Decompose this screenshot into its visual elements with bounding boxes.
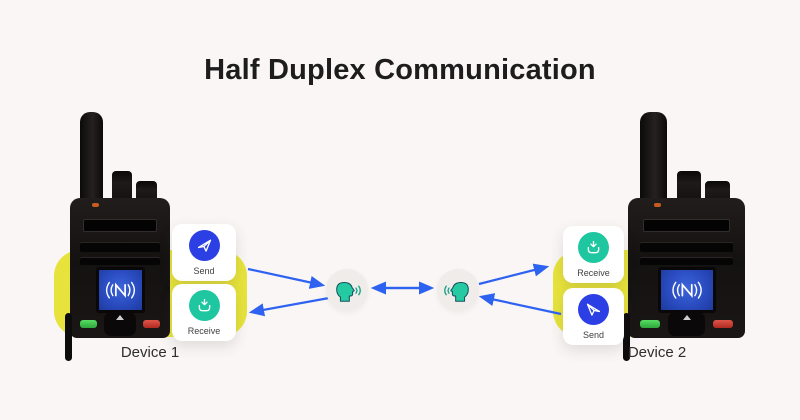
ptt-button [65,313,72,361]
speaker-grille [639,257,734,265]
speaking-head-facing-left-icon [444,281,469,302]
network-logo-icon [672,281,702,299]
device1-walkie-talkie [65,112,170,361]
speaker-grille [80,257,160,265]
ptt-button [623,313,630,361]
inbox-download-icon [587,240,600,253]
device-screen [658,267,716,313]
inbox-download-icon [198,298,210,311]
dpad [104,312,136,336]
dpad [667,312,706,336]
paper-plane-icon [586,303,601,316]
up-arrow-key [682,315,691,320]
device2-receive-card: Receive [563,226,624,283]
device-body [65,198,170,361]
device-screen [96,267,145,313]
device-body [623,198,745,361]
device1-receive-card: Receive [172,284,236,341]
send-label: Send [582,329,605,340]
antenna [639,112,667,213]
send-circle [188,229,220,261]
speaker-grille [639,242,734,252]
device2-walkie-talkie [623,112,745,361]
receive-circle [578,231,609,263]
device2-label: Device 2 [627,344,687,361]
send-circle [578,293,609,325]
top-slot [83,219,157,232]
up-arrow-key [116,315,124,320]
speaking-head-facing-right-icon [336,281,361,302]
device2-send-card: Send [563,288,624,345]
red-key [143,320,160,328]
red-key [713,320,734,328]
indicator-led [653,203,661,207]
left-speaker-badge [326,269,368,311]
paper-plane-icon [197,239,211,252]
device1-send-card: Send [172,224,236,281]
green-key [639,320,660,328]
green-key [80,320,97,328]
top-slot [643,219,730,232]
antenna [80,112,103,213]
speaker-grille [80,242,160,252]
receive-label: Receive [577,267,610,278]
network-logo-icon [105,281,136,299]
device1-label: Device 1 [120,344,180,361]
page-title: Half Duplex Communication [204,54,596,86]
receive-circle [188,289,220,321]
indicator-led [92,203,99,207]
receive-label: Receive [187,325,221,336]
right-speaker-badge [437,269,479,311]
send-label: Send [193,265,215,276]
